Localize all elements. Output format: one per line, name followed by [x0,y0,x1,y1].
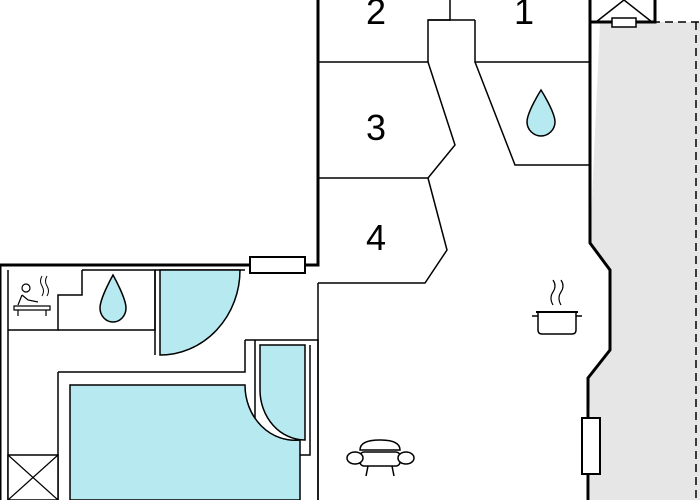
sofa-icon [346,439,415,477]
water-drop-icon [526,88,556,137]
storage-cross-icon [7,454,59,500]
radiator-icon [581,417,601,475]
room-number-1: 1 [514,0,534,32]
window-icon [595,0,653,28]
terrace-area [588,22,700,500]
wall-room-3 [318,61,456,179]
outer-wall-east [586,0,612,500]
room-number-2: 2 [366,0,386,32]
outer-wall-main [0,0,320,500]
wall-bathroom-upper [474,61,590,166]
water-drop-icon [99,273,127,323]
swimming-pool [69,384,301,500]
room-number-4: 4 [366,217,386,258]
room-number-3: 3 [366,107,386,148]
wall-room-4 [318,177,448,284]
shower-area [159,269,241,356]
radiator-icon [249,256,306,274]
sauna-icon [13,275,51,316]
hot-tub [259,344,306,441]
kitchen-pot-icon [532,279,582,335]
